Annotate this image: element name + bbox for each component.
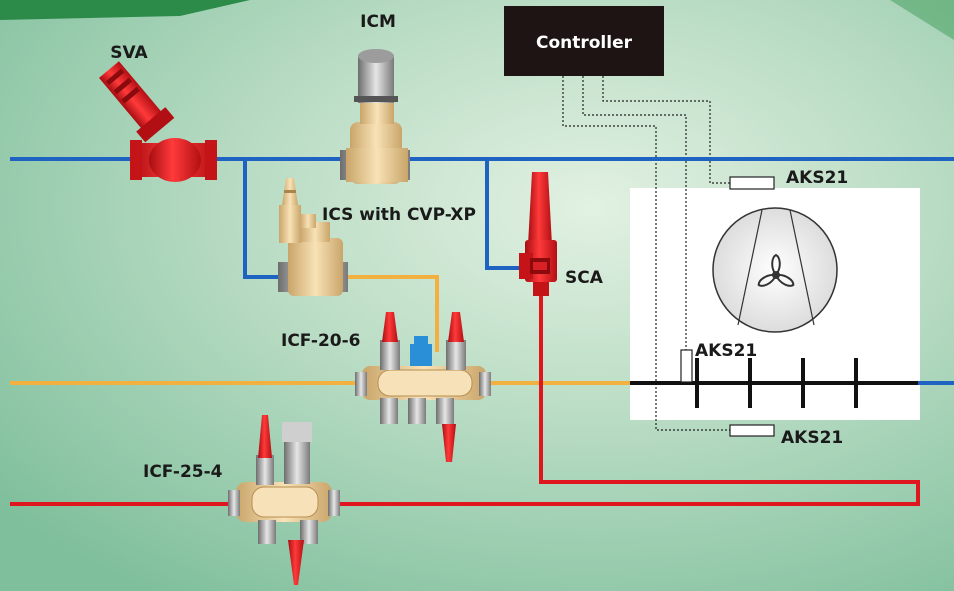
sca-valve bbox=[519, 172, 557, 296]
signal-wires bbox=[562, 76, 730, 431]
icf-25-4-valve bbox=[228, 415, 340, 585]
label-aks21-top: AKS21 bbox=[786, 168, 848, 188]
controller-box bbox=[504, 6, 664, 76]
orange-hot-gas-line bbox=[10, 275, 630, 385]
label-aks21-bottom: AKS21 bbox=[781, 428, 843, 448]
aks21-sensor-top bbox=[729, 176, 775, 190]
top-left-green-band bbox=[0, 0, 250, 20]
label-ics: ICS with CVP-XP bbox=[322, 205, 476, 225]
label-sca: SCA bbox=[565, 268, 604, 288]
icm-valve bbox=[340, 49, 410, 184]
label-icm: ICM bbox=[360, 12, 396, 32]
icf-20-6-valve bbox=[355, 312, 491, 462]
ics-valve bbox=[278, 178, 348, 296]
label-icf-25-4: ICF-25-4 bbox=[143, 462, 223, 482]
aks21-sensor-bottom bbox=[729, 424, 775, 437]
evaporator-coil bbox=[630, 358, 918, 408]
aks21-sensor-middle bbox=[680, 349, 693, 383]
label-sva: SVA bbox=[110, 43, 148, 63]
controller-label: Controller bbox=[536, 33, 633, 53]
label-icf-20-6: ICF-20-6 bbox=[281, 331, 361, 351]
sva-valve bbox=[99, 61, 217, 182]
red-liquid-line bbox=[10, 285, 920, 506]
label-aks21-middle: AKS21 bbox=[695, 341, 757, 361]
fan-icon bbox=[712, 207, 838, 333]
top-right-green-band bbox=[890, 0, 954, 40]
